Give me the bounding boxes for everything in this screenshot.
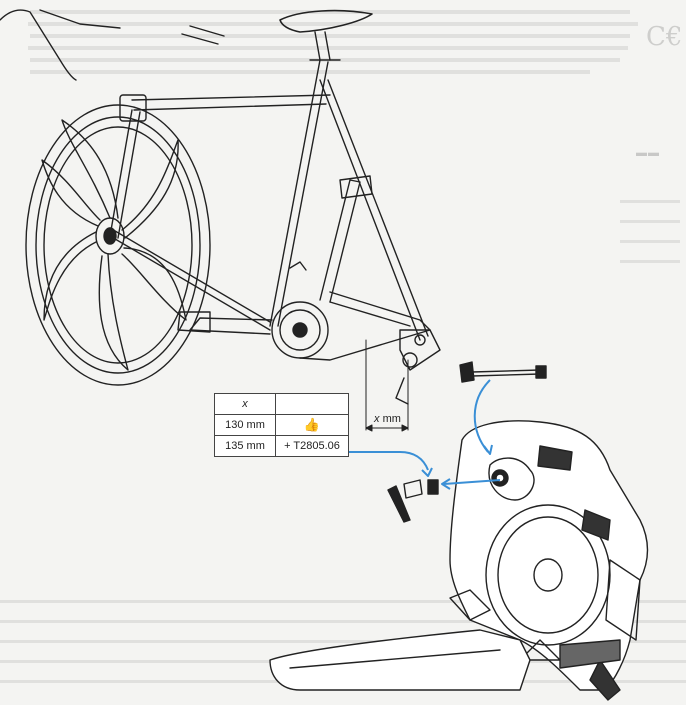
bicycle-frame [0,9,429,341]
size-135: 135 mm [214,435,276,457]
table-row: 135 mm + T2805.06 [214,435,349,457]
dimension-var: x [374,413,380,425]
dimension-lines [365,339,409,432]
bleed-heading: ▬▬ [636,147,660,159]
size-130: 130 mm [214,414,276,436]
ce-mark-icon: C€ [646,22,683,52]
dimension-label: x mm [374,413,401,425]
table-header-blank [275,393,349,415]
crankset [177,175,431,361]
axle-size-table: x 130 mm 👍 135 mm + T2805.06 [214,393,349,457]
adapter-part-number: + T2805.06 [275,435,349,457]
table-row: x [214,393,349,415]
assembly-arrows [334,379,501,490]
thumbs-up-icon: 👍 [303,417,321,432]
thru-axle [459,361,547,383]
compatible-cell: 👍 [275,414,349,436]
trainer-unit [449,420,649,701]
table-row: 130 mm 👍 [214,414,349,436]
trainer-feet [269,589,621,691]
adapter-parts [387,479,439,523]
rear-derailleur [395,329,441,405]
table-header-x: x [214,393,276,415]
rear-wheel [25,104,211,386]
dimension-unit: mm [382,413,401,425]
